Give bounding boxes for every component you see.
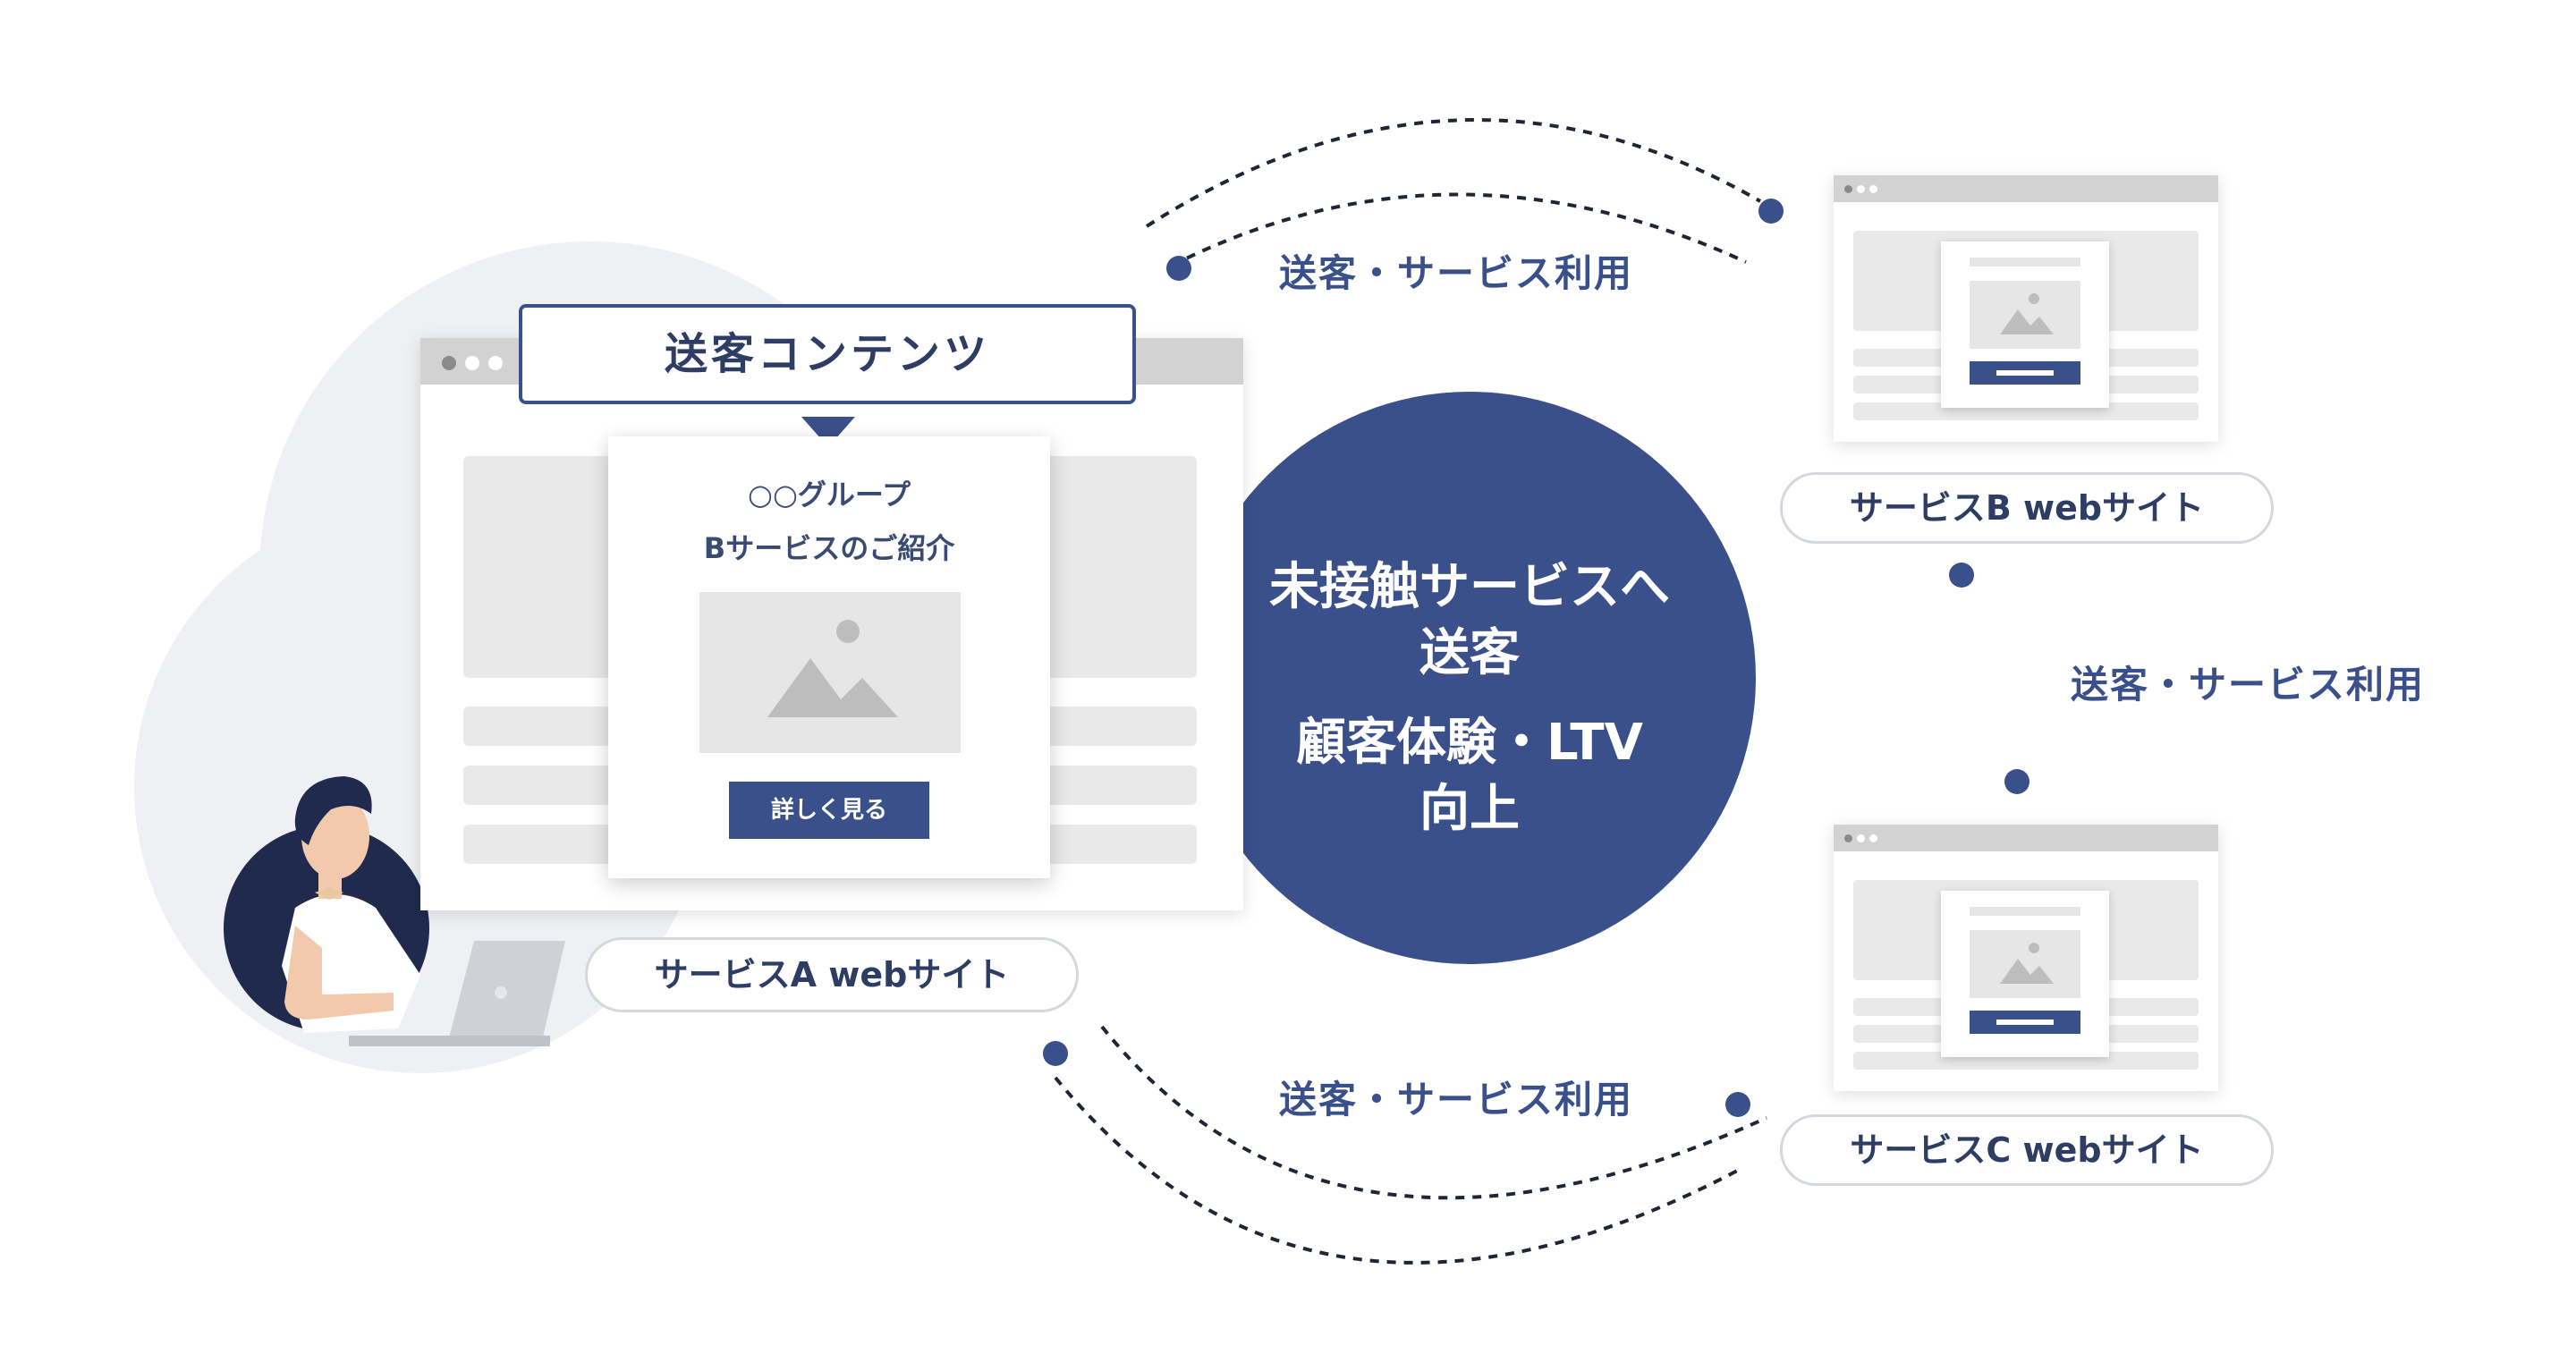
window-dot: [488, 356, 503, 370]
center-message: 未接触サービスへ 送客 顧客体験・LTV 向上: [1183, 554, 1756, 842]
window-dot: [442, 356, 456, 370]
mini-button: [1970, 1011, 2080, 1034]
window-dot: [465, 356, 479, 370]
window-titlebar: [1834, 825, 2218, 851]
mini-image-placeholder: [1970, 281, 2080, 349]
details-button[interactable]: 詳しく見る: [729, 782, 929, 839]
window-dot: [1857, 185, 1865, 193]
callout-label: 送客コンテンツ: [664, 329, 990, 379]
center-circle: [1183, 392, 1756, 964]
popup-title-line2: Bサービスのご紹介: [703, 531, 955, 565]
center-line2: 送客: [1419, 624, 1520, 682]
center-line1: 未接触サービスへ: [1269, 558, 1670, 616]
connector-dot: [1043, 1041, 1068, 1066]
window-dot: [1869, 185, 1877, 193]
service-b-label: サービスB webサイト: [1780, 472, 2274, 544]
arc-top-outer: [1145, 118, 1761, 228]
flow-label-bottom: 送客・サービス利用: [1279, 1078, 1634, 1121]
mini-button: [1970, 361, 2080, 385]
window-dot: [1844, 185, 1852, 193]
arc-bottom-outer: [1054, 1076, 1743, 1265]
window-dot: [1869, 834, 1877, 842]
mini-image-placeholder: [1970, 930, 2080, 998]
flow-label-right: 送客・サービス利用: [2071, 663, 2426, 707]
arc-top-inner: [1171, 192, 1747, 267]
person-illustration: [224, 776, 565, 1046]
connector-dot: [1949, 563, 1974, 588]
image-placeholder-icon: [767, 620, 898, 717]
service-b-window: [1834, 175, 2218, 442]
placeholder-line: [1853, 1052, 2199, 1070]
callout-pointer: [801, 417, 855, 447]
center-line3: 顧客体験・LTV: [1296, 714, 1643, 772]
window-dot: [1844, 834, 1852, 842]
popup-card: ○○グループ Bサービスのご紹介 詳しく見る: [608, 436, 1050, 878]
popup-title-line1: ○○グループ: [748, 478, 911, 512]
service-a-label: サービスA webサイト: [585, 937, 1079, 1012]
callout-box: 送客コンテンツ: [519, 304, 1136, 404]
connector-dot: [1166, 256, 1191, 281]
arc-bottom-inner: [1100, 1025, 1767, 1200]
flow-label-top: 送客・サービス利用: [1279, 251, 1634, 295]
mini-popup: [1941, 241, 2109, 408]
placeholder-line: [1853, 402, 2199, 420]
connector-dot: [1758, 199, 1784, 224]
service-c-window: [1834, 825, 2218, 1091]
window-titlebar: [1834, 175, 2218, 202]
image-placeholder-icon: [2000, 943, 2054, 984]
window-dot: [1857, 834, 1865, 842]
connector-dot: [1725, 1092, 1750, 1117]
image-placeholder: [699, 592, 961, 753]
mini-popup: [1941, 891, 2109, 1057]
center-line4: 向上: [1419, 780, 1520, 838]
service-c-label: サービスC webサイト: [1780, 1114, 2274, 1186]
connector-dot: [2004, 769, 2029, 794]
image-placeholder-icon: [2000, 293, 2054, 334]
